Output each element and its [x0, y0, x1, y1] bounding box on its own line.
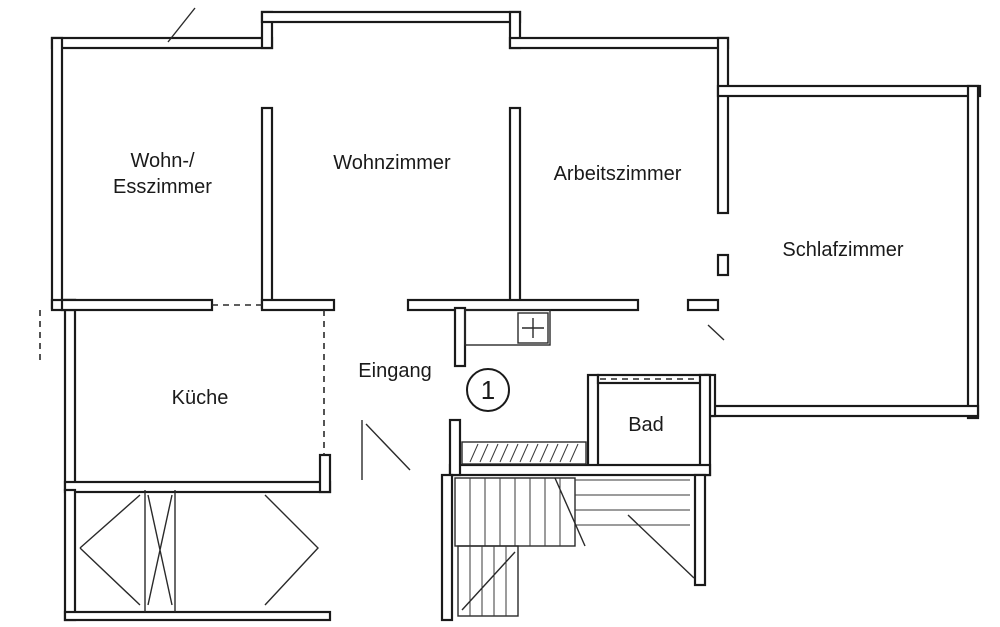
counter-hatch — [461, 441, 587, 465]
dashed-openings — [39, 304, 700, 455]
room-label-line: Wohn-/ — [130, 150, 195, 172]
room-label-bad: Bad — [628, 414, 664, 436]
room-label-eingang: Eingang — [358, 360, 432, 382]
cupboards — [79, 490, 319, 612]
room-label-kueche: Küche — [171, 387, 229, 409]
outer-walls — [50, 10, 982, 622]
staircase — [454, 477, 695, 617]
room-label-arbeitszimmer: Arbeitszimmer — [553, 163, 682, 185]
door-swings — [167, 7, 725, 480]
kitchen-fixture — [464, 309, 551, 346]
room-label-line: Esszimmer — [113, 176, 212, 198]
room-label-wohn-esszimmer: Wohn-/ Esszimmer — [100, 148, 225, 200]
interior-walls — [60, 106, 720, 622]
room-label-schlafzimmer: Schlafzimmer — [782, 239, 904, 261]
room-label-wohnzimmer: Wohnzimmer — [333, 152, 451, 174]
position-marker: 1 — [466, 368, 510, 412]
